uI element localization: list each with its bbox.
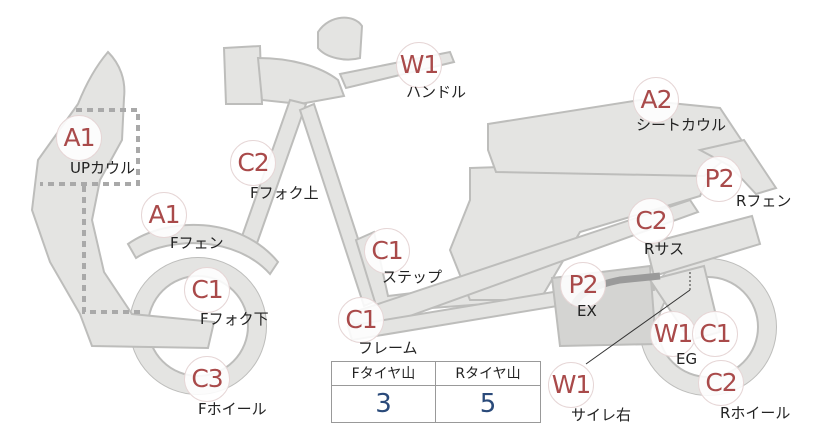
label-frame: フレーム	[358, 339, 418, 357]
label-silencer-right: サイレ右	[571, 406, 632, 424]
label-engine: EG	[676, 350, 698, 368]
cowl-seam-upper	[40, 108, 140, 186]
grade-marker-seat-cowl[interactable]: A2	[633, 77, 679, 123]
label-up-cowl: UPカウル	[70, 159, 136, 177]
label-front-fork-lower: Fフォク下	[200, 310, 269, 328]
grade-marker-handle[interactable]: W1	[396, 42, 442, 88]
label-handle: ハンドル	[406, 83, 467, 101]
grade-marker-up-cowl[interactable]: A1	[56, 115, 102, 161]
grade-marker-engine-w[interactable]: W1	[650, 311, 696, 357]
label-rear-wheel: Rホイール	[720, 404, 791, 422]
tyre-tread-table: Fタイヤ山 Rタイヤ山 3 5	[331, 361, 541, 423]
label-exhaust: EX	[577, 302, 597, 320]
handle-body-shape	[256, 56, 346, 106]
grade-marker-rear-fender[interactable]: P2	[696, 156, 742, 202]
label-rear-fender: Rフェン	[736, 192, 792, 210]
front-tyre-value: 3	[332, 386, 436, 422]
grade-marker-frame[interactable]: C1	[338, 297, 384, 343]
grade-marker-front-wheel[interactable]: C3	[184, 356, 230, 402]
grade-marker-rear-wheel[interactable]: C2	[698, 360, 744, 406]
rear-tyre-header: Rタイヤ山	[436, 362, 540, 386]
grade-marker-rear-suspension[interactable]: C2	[628, 198, 674, 244]
rear-tyre-value: 5	[479, 389, 497, 419]
grade-marker-exhaust[interactable]: P2	[560, 262, 606, 308]
rear-shock-shape	[644, 214, 762, 278]
grade-marker-engine-c[interactable]: C1	[692, 311, 738, 357]
grade-marker-front-fork-upper[interactable]: C2	[230, 140, 276, 186]
label-step: ステップ	[382, 268, 443, 286]
grade-marker-front-fender[interactable]: A1	[141, 192, 187, 238]
grade-marker-front-fork-lower[interactable]: C1	[184, 267, 230, 313]
front-tyre-header: Fタイヤ山	[332, 362, 436, 386]
label-front-fender: Fフェン	[170, 234, 224, 252]
cowl-seam-lower	[82, 186, 140, 314]
label-front-wheel: Fホイール	[198, 400, 267, 418]
front-cowl-shape	[30, 50, 216, 350]
grade-marker-step[interactable]: C1	[364, 228, 410, 274]
label-seat-cowl: シートカウル	[636, 116, 727, 134]
label-rear-suspension: Rサス	[644, 240, 685, 258]
headlight-shape	[222, 44, 264, 105]
grade-marker-silencer-right[interactable]: W1	[548, 362, 594, 408]
silencer-leader	[585, 289, 691, 365]
mirror-shape	[317, 16, 364, 61]
label-front-fork-upper: Fフォク上	[250, 184, 319, 202]
